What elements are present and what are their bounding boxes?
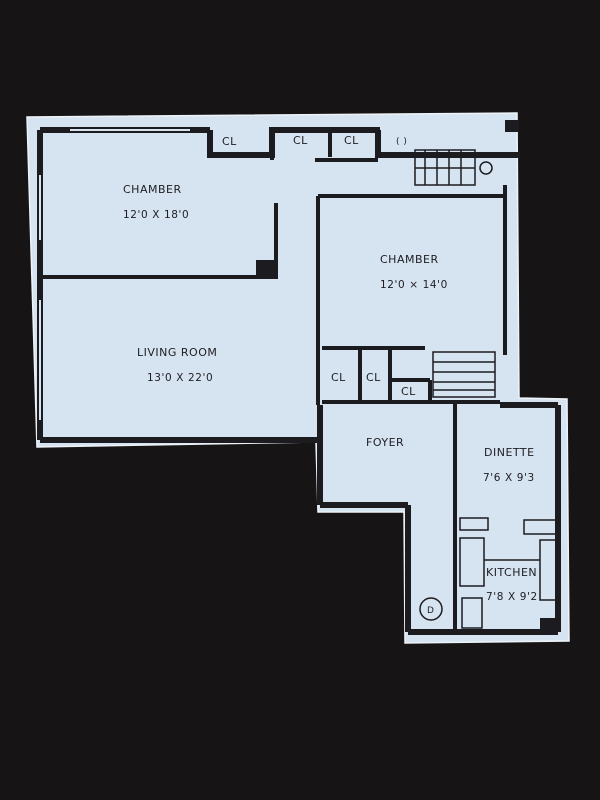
stairs-top <box>414 149 493 186</box>
room-dims-living-room: 13'0 X 22'0 <box>147 372 213 384</box>
room-dims-chamber-2: 12'0 × 14'0 <box>380 279 448 291</box>
interior-walls <box>42 130 507 632</box>
corner-block <box>540 618 558 632</box>
room-name-foyer: FOYER <box>366 436 404 449</box>
kitchen-fixtures <box>459 517 557 629</box>
room-dims-kitchen: 7'8 X 9'2 <box>486 591 538 603</box>
corner-block-top <box>505 120 519 132</box>
bath-marker: ( ) <box>396 137 407 147</box>
stairs-middle <box>432 351 496 398</box>
closet-label: CL <box>401 385 416 398</box>
room-dims-dinette: 7'6 X 9'3 <box>483 472 535 484</box>
closet-label: CL <box>331 371 346 384</box>
closet-label: CL <box>293 134 308 147</box>
room-name-dinette: DINETTE <box>484 446 535 459</box>
paper-sheet <box>26 112 570 644</box>
window-marks <box>39 129 190 420</box>
room-dims-chamber-1: 12'0 X 18'0 <box>123 209 189 221</box>
room-name-chamber-1: CHAMBER <box>123 183 182 196</box>
closet-label: CL <box>344 134 359 147</box>
closet-label: CL <box>222 135 237 148</box>
room-name-chamber-2: CHAMBER <box>380 253 439 266</box>
room-name-kitchen: KITCHEN <box>486 566 537 579</box>
door-marker-circle <box>419 597 443 621</box>
closet-label: CL <box>366 371 381 384</box>
door-marker-label: D <box>427 606 434 616</box>
room-name-living-room: LIVING ROOM <box>137 346 217 359</box>
